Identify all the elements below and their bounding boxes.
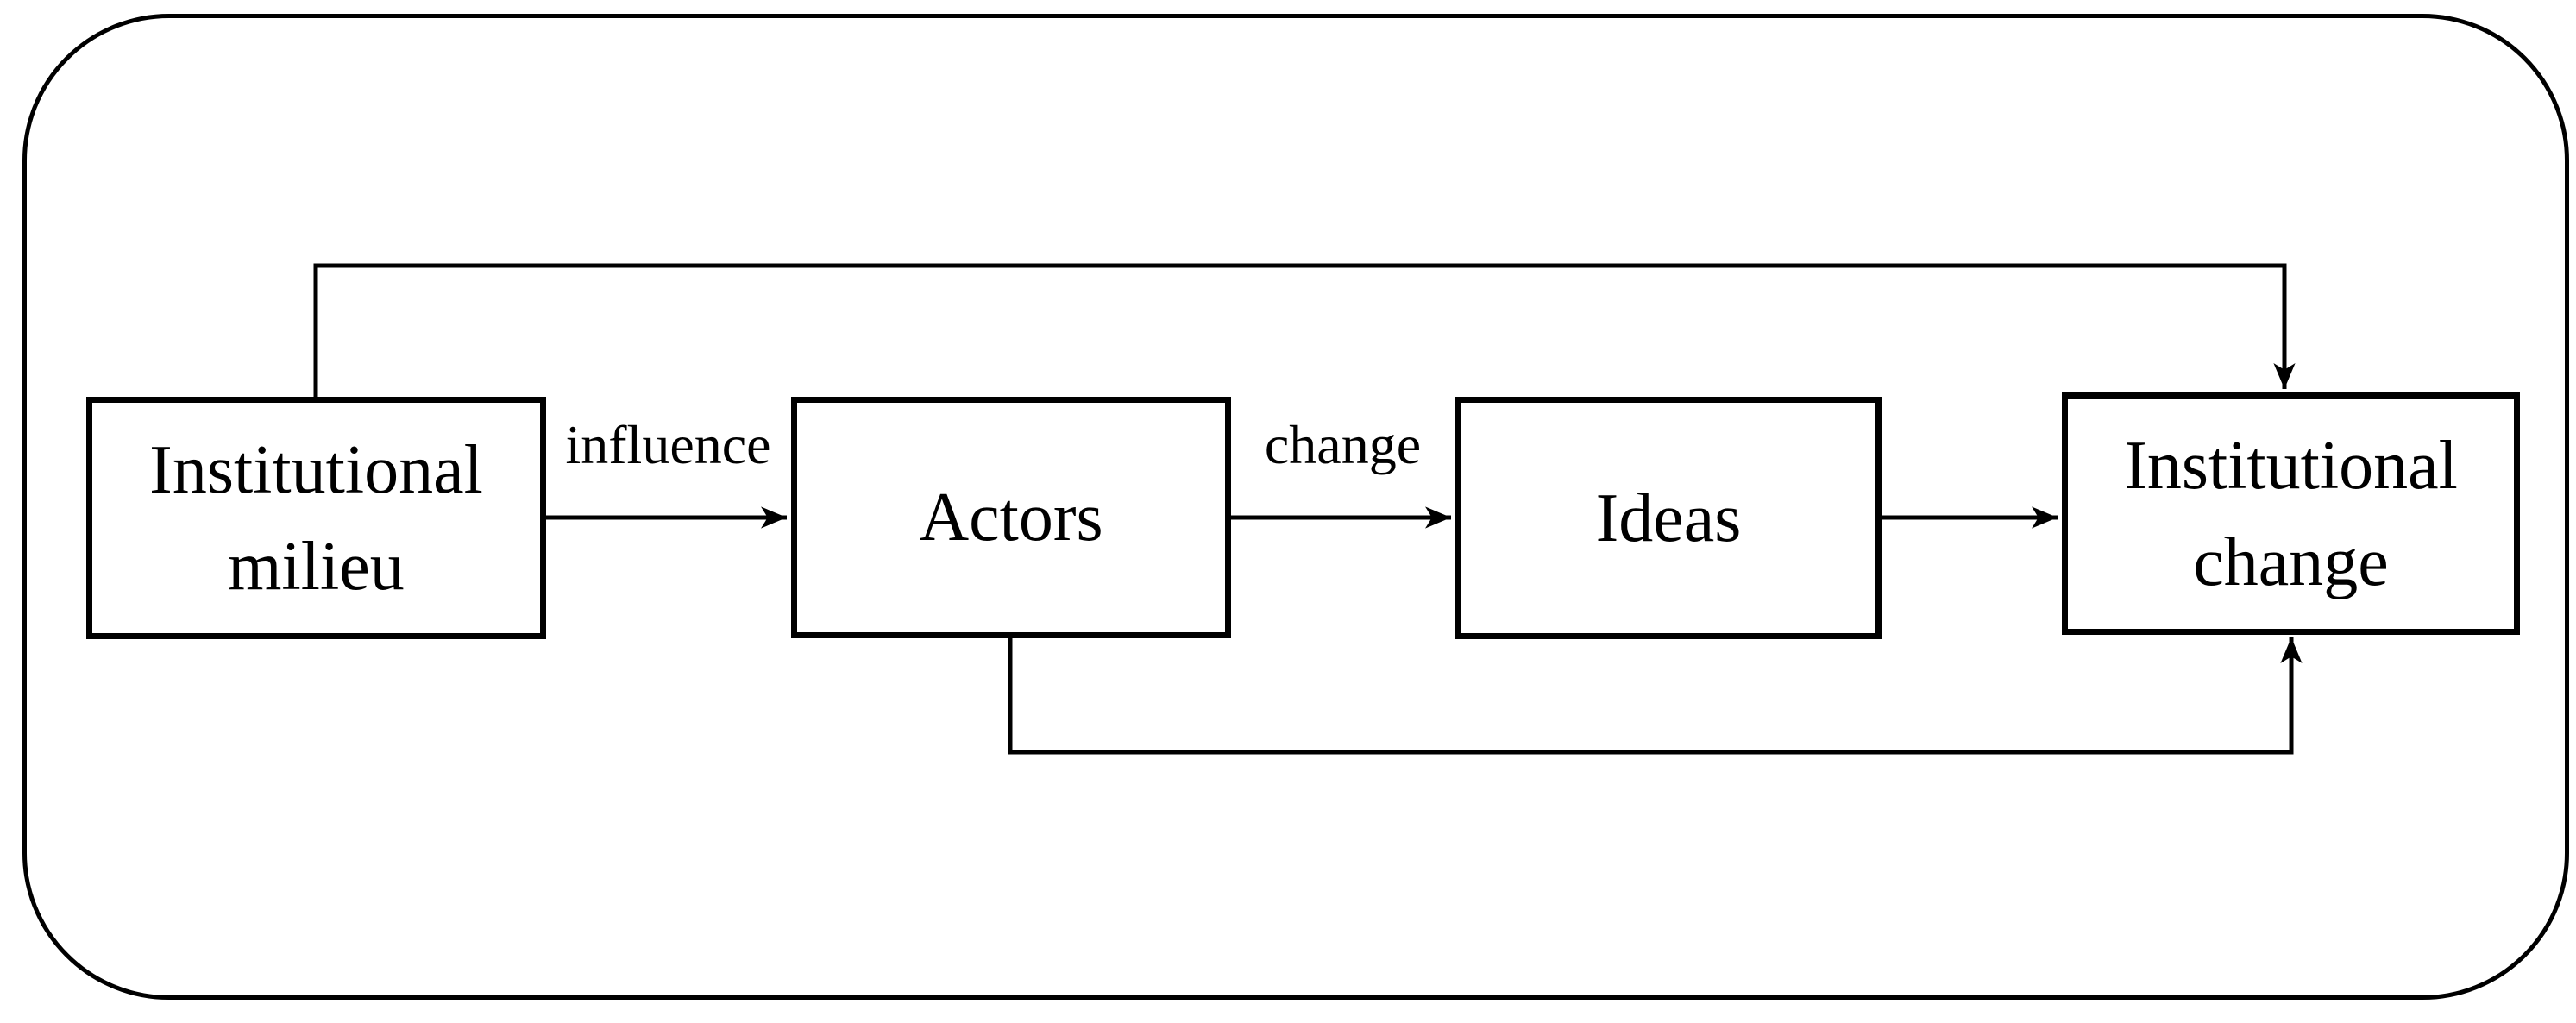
node-institutional-change-line2: change	[2193, 524, 2389, 600]
node-institutional-milieu-line2: milieu	[228, 528, 405, 605]
outer-frame	[22, 14, 2569, 1000]
node-institutional-change: Institutional change	[2062, 392, 2520, 635]
node-institutional-change-line1: Institutional	[2124, 427, 2458, 504]
edge-label-change: change	[1264, 414, 1422, 475]
node-ideas-line1: Ideas	[1595, 480, 1742, 556]
node-ideas: Ideas	[1455, 397, 1882, 639]
node-institutional-milieu: Institutional milieu	[86, 397, 546, 639]
node-actors: Actors	[791, 397, 1231, 638]
node-actors-line1: Actors	[919, 480, 1103, 555]
edge-label-influence: influence	[565, 414, 771, 475]
node-institutional-milieu-line1: Institutional	[149, 431, 483, 508]
edge-top-feedback-arrow	[313, 263, 2296, 398]
edge-bottom-feedback-arrow	[1008, 637, 2303, 755]
